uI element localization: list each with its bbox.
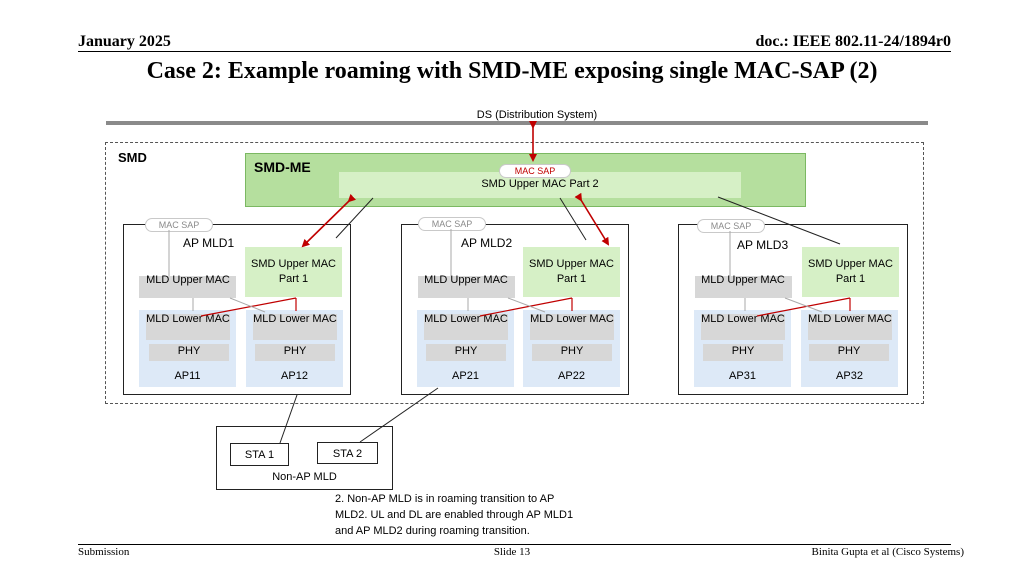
non-ap-mld-label: Non-AP MLD: [272, 471, 337, 483]
smd-upper-mac-part2-label: SMD Upper MAC Part 2: [481, 178, 599, 190]
smd-to-apmld3-line: [717, 196, 841, 245]
ap12-phy: PHY: [255, 344, 335, 361]
ap32-phy: PHY: [809, 344, 889, 361]
ap-mld2-red-link-2: [479, 297, 573, 317]
roaming-note: 2. Non-AP MLD is in roaming transition t…: [335, 493, 574, 537]
ap-mld3-mac-sap: MAC SAP: [697, 219, 765, 233]
ds-bar: [106, 121, 928, 125]
ds-label: DS (Distribution System): [476, 109, 598, 121]
footer-submission: Submission: [78, 546, 130, 558]
smd-label: SMD: [118, 150, 147, 165]
ap-mld1-mld-upper-bg: [139, 276, 236, 298]
ap32-lower-mac: MLD Lower MAC: [808, 313, 892, 325]
ap22-lower-bg: [530, 314, 614, 340]
ap-mld3-mld-upper-label: MLD Upper MAC: [701, 274, 785, 286]
ap11-name: AP11: [174, 370, 201, 382]
ap-mld3-gray-link-2: [784, 297, 823, 313]
ap11-phy: PHY: [149, 344, 229, 361]
non-ap-mld-box: [216, 426, 393, 490]
ap-mld3-smd-upper: SMD Upper MAC Part 1: [802, 247, 899, 297]
ap31-lower-mac: MLD Lower MAC: [701, 313, 785, 325]
ap21-lower-mac: MLD Lower MAC: [424, 313, 508, 325]
ap-mld1-mac-sap: MAC SAP: [145, 218, 213, 232]
ap-mld2-smd-upper: SMD Upper MAC Part 1: [523, 247, 620, 297]
ap32-lower-bg: [808, 314, 892, 340]
ap-mld1-red-link-2: [200, 297, 297, 317]
ap11-lower-mac: MLD Lower MAC: [146, 313, 230, 325]
header-rule: [78, 51, 951, 52]
sta2-to-ap21-line: [359, 387, 439, 443]
ap12-name: AP12: [281, 370, 308, 382]
ap22-name: AP22: [558, 370, 585, 382]
smd-to-apmld1-line: [335, 197, 374, 239]
ap12-lower-mac: MLD Lower MAC: [253, 313, 337, 325]
ap-mld1-gray-link-2: [229, 297, 266, 313]
footer-rule: [78, 544, 951, 545]
smd-me-mac-sap: MAC SAP: [499, 164, 571, 178]
sta1-box: STA 1: [230, 443, 289, 466]
ap-mld2-mld-upper-bg: [418, 276, 515, 298]
smd-to-apmld1-arrow: [301, 193, 357, 248]
footer-slide-number: Slide 13: [493, 546, 531, 558]
ap21-name: AP21: [452, 370, 479, 382]
ap21-lower-bg: [424, 314, 508, 340]
ap-mld2-mac-sap: MAC SAP: [418, 217, 486, 231]
ap-mld2-mld-upper-label: MLD Upper MAC: [424, 274, 508, 286]
ap-mld1-label: AP MLD1: [183, 236, 235, 250]
ap22-phy: PHY: [532, 344, 612, 361]
ap32-name: AP32: [836, 370, 863, 382]
header-doc-id: doc.: IEEE 802.11-24/1894r0: [755, 33, 951, 50]
sta2-box: STA 2: [317, 442, 378, 464]
ap12-lower-bg: [253, 314, 337, 340]
ap-mld3-label: AP MLD3: [737, 238, 789, 252]
ap22-lower-mac: MLD Lower MAC: [530, 313, 614, 325]
smd-me-label: SMD-ME: [254, 159, 311, 175]
ap-mld2-gray-link-2: [507, 297, 546, 313]
ap11-lower-bg: [146, 314, 230, 340]
footer-authors: Binita Gupta et al (Cisco Systems): [811, 546, 964, 558]
smd-to-apmld2-line: [559, 197, 587, 241]
header-date: January 2025: [78, 33, 171, 50]
sta1-to-ap12-line: [279, 394, 298, 444]
ap31-phy: PHY: [703, 344, 783, 361]
ap21-phy: PHY: [426, 344, 506, 361]
ap31-name: AP31: [729, 370, 756, 382]
smd-to-apmld2-arrow: [574, 192, 610, 246]
smd-boundary: [105, 142, 924, 404]
ap-mld3-mld-upper-bg: [695, 276, 792, 298]
ap-mld2-label: AP MLD2: [461, 236, 513, 250]
ap-mld3-red-link-2: [756, 297, 851, 317]
ap-mld1-mld-upper-label: MLD Upper MAC: [146, 274, 230, 286]
ap31-lower-bg: [701, 314, 785, 340]
ap-mld1-smd-upper: SMD Upper MAC Part 1: [245, 247, 342, 297]
slide-title: Case 2: Example roaming with SMD-ME expo…: [146, 58, 878, 84]
